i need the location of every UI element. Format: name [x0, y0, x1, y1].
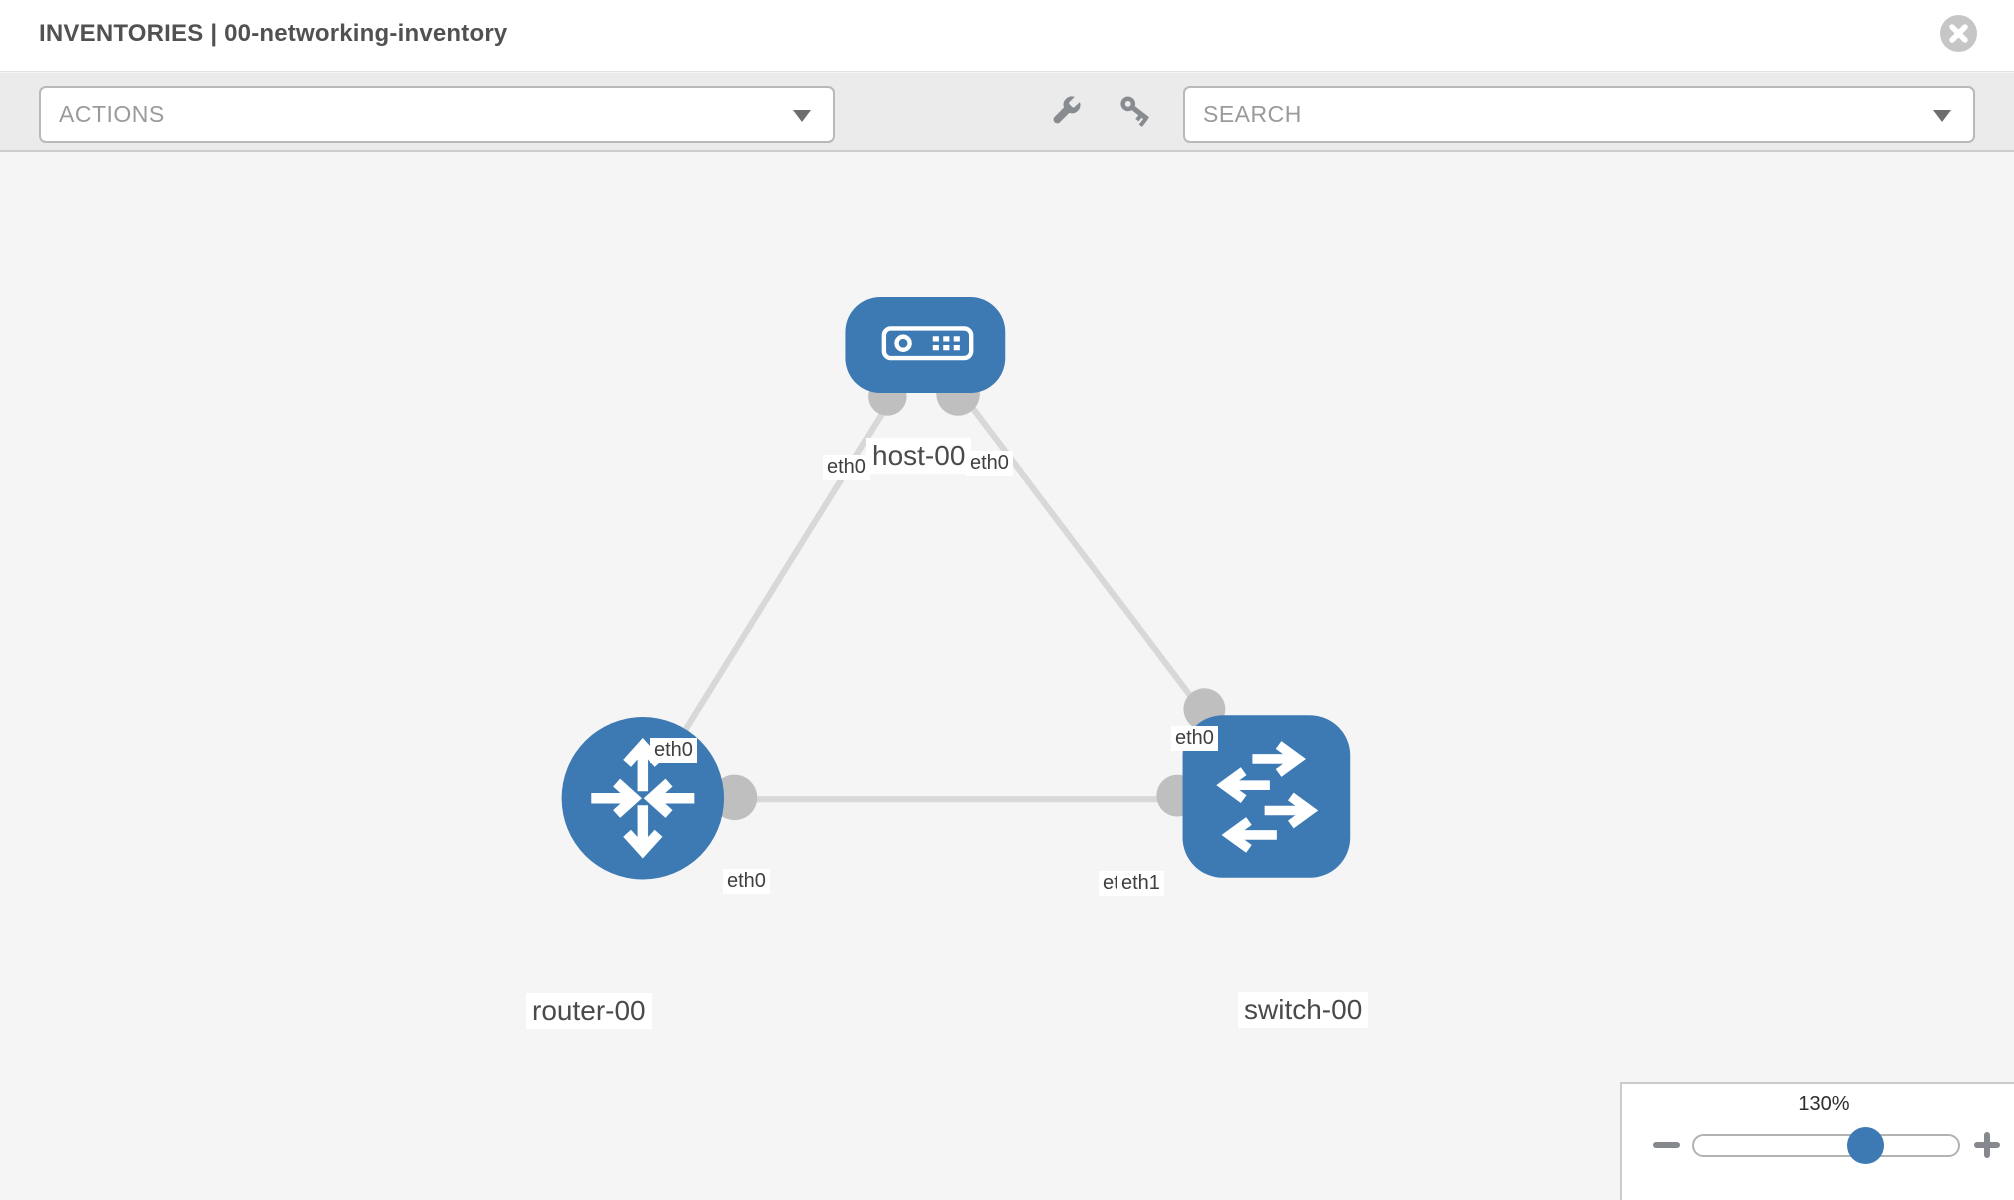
node-label-host: host-00: [866, 438, 972, 475]
node-host-00[interactable]: [845, 296, 1006, 394]
zoom-panel: 130%: [1620, 1082, 2014, 1200]
interface-label: eth0: [723, 869, 770, 894]
actions-dropdown[interactable]: ACTIONS: [39, 86, 835, 143]
actions-dropdown-label: ACTIONS: [59, 101, 165, 127]
node-router-00[interactable]: [561, 717, 725, 880]
page-title: INVENTORIES | 00-networking-inventory: [39, 20, 508, 47]
search-dropdown[interactable]: SEARCH: [1183, 86, 1975, 143]
node-label-router: router-00: [526, 993, 652, 1030]
node-switch-00[interactable]: [1182, 715, 1351, 878]
router-arrows-icon: [591, 738, 695, 859]
page-header: INVENTORIES | 00-networking-inventory: [0, 0, 2014, 72]
zoom-slider-track[interactable]: [1692, 1134, 1960, 1157]
wrench-icon[interactable]: [1044, 91, 1088, 135]
zoom-level-value: 130%: [1798, 1093, 1850, 1115]
search-dropdown-label: SEARCH: [1203, 101, 1302, 127]
interface-label: eth0: [1171, 726, 1218, 751]
chevron-down-icon: [1933, 110, 1951, 122]
toolbar: ACTIONS SEARCH: [0, 73, 2014, 152]
link-host-router[interactable]: [640, 343, 928, 800]
node-label-switch: switch-00: [1238, 992, 1369, 1029]
interface-label: eth0: [823, 455, 870, 480]
switch-arrows-icon: [1216, 741, 1319, 853]
interface-label: eth0: [650, 738, 697, 763]
close-x-glyph: [1949, 24, 1968, 43]
chevron-down-icon: [793, 110, 811, 122]
zoom-in-plus-icon[interactable]: [1974, 1132, 2000, 1158]
interface-label: eth1: [1117, 871, 1164, 896]
key-icon[interactable]: [1112, 91, 1156, 135]
zoom-slider-thumb[interactable]: [1847, 1127, 1884, 1164]
close-icon[interactable]: [1940, 15, 1977, 52]
interface-label: eth0: [966, 451, 1013, 476]
zoom-out-minus-icon[interactable]: [1653, 1142, 1680, 1148]
topology-svg: [561, 296, 1351, 880]
topology-canvas[interactable]: eth0 host-00 eth0 eth0 eth0 eth0 eth0 et…: [0, 152, 2014, 1200]
host-server-icon: [881, 326, 974, 361]
